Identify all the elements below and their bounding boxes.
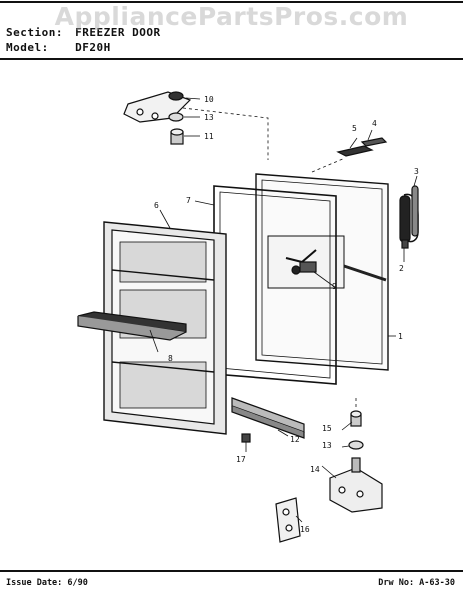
inner-door-liner [103,221,227,435]
door-handle [399,185,419,249]
model-line: Model: DF20H [6,41,111,54]
top-washer [168,112,184,122]
callout-13-top: 13 [204,113,214,122]
top-rule [0,1,463,3]
bottom-trim [231,397,305,439]
bottom-hinge-pin [348,398,364,450]
bottom-hinge [329,457,383,513]
callout-6: 6 [154,201,159,210]
issue-date: Issue Date: 6/90 [6,578,88,588]
top-bushing [170,128,184,145]
callout-8: 8 [168,354,173,363]
callout-15: 15 [322,424,332,433]
callout-9: 9 [332,282,337,291]
footer-rule [0,570,463,572]
door-top-brackets [311,137,388,173]
callout-7: 7 [186,196,191,205]
hinge-shim [275,497,301,543]
door-shelf [77,311,187,341]
callout-5: 5 [352,124,357,133]
callout-labels: 10 13 11 5 4 3 2 6 7 8 9 1 12 17 15 13 1… [154,95,419,534]
model-value: DF20H [75,41,111,54]
callout-2: 2 [399,264,404,273]
section-line: Section: FREEZER DOOR [6,26,161,39]
callout-12: 12 [290,435,300,444]
section-label: Section: [6,26,63,39]
callout-13-bottom: 13 [322,441,332,450]
callout-11: 11 [204,132,214,141]
alignment-line-top [182,107,269,160]
plug [241,433,251,443]
callout-10: 10 [204,95,214,104]
page-header: Section: FREEZER DOOR Model: DF20H [0,0,463,64]
callout-17: 17 [236,455,246,464]
callout-4: 4 [372,119,377,128]
latch-detail [267,235,387,289]
callout-16: 16 [300,525,310,534]
leader-lines [149,97,418,523]
model-label: Model: [6,41,49,54]
page-footer: Issue Date: 6/90 Drw No: A-63-30 [0,570,463,600]
callout-14: 14 [310,465,320,474]
callout-3: 3 [414,167,419,176]
section-value: FREEZER DOOR [75,26,161,39]
header-rule [0,58,463,60]
callout-1: 1 [398,332,403,341]
drawing-number: Drw No: A-63-30 [378,578,455,588]
